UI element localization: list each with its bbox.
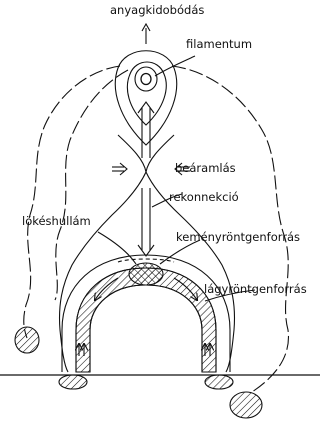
hard-xray-label: keményröntgenforrás bbox=[176, 232, 300, 244]
soft-xray-label: lágyröntgenforrás bbox=[204, 284, 307, 296]
hard-xray-source bbox=[129, 263, 163, 285]
inflow-label: beáramlás bbox=[175, 163, 236, 175]
ejection-arrow bbox=[142, 24, 150, 44]
left-filament-end bbox=[15, 327, 39, 353]
shock-label: lökéshullám bbox=[22, 216, 91, 228]
ejection-label: anyagkidobódás bbox=[110, 5, 204, 17]
plasmoid-loops bbox=[115, 51, 176, 145]
shock-pointer bbox=[98, 232, 136, 264]
left-footpoint-source bbox=[59, 375, 87, 389]
right-filament-end bbox=[230, 392, 262, 418]
filament-label: filamentum bbox=[186, 39, 252, 51]
erupting-filament-loops bbox=[24, 66, 289, 392]
right-footpoint-source bbox=[205, 375, 233, 389]
reconnection-label: rekonnekció bbox=[169, 192, 239, 204]
